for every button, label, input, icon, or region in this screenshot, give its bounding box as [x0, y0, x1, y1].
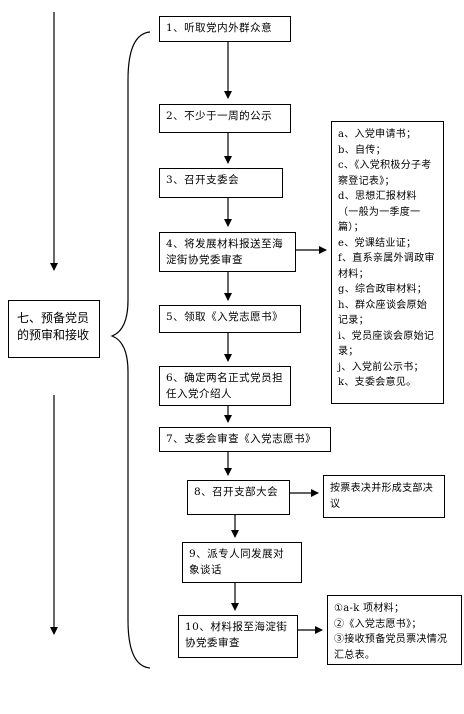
- material-item-a: a、入党申请书；: [338, 129, 417, 140]
- brace: [110, 31, 151, 669]
- final-material-3: ③接收预备党员票决情况汇总表。: [334, 634, 448, 661]
- vote-note-box: 按票表决并形成支部决议: [323, 475, 445, 518]
- step-9-label: 9、派专人同发展对象谈话: [189, 548, 285, 576]
- step-10-label: 10、材料报至海淀街协党委审查: [185, 621, 288, 649]
- main-label-box: 七、预备党员的预审和接收: [8, 300, 100, 358]
- step-8-label: 8、召开支部大会: [194, 486, 279, 498]
- final-materials-box: ①a-k 项材料； ②《入党志愿书》； ③接收预备党员票决情况汇总表。: [327, 595, 462, 665]
- step-5-label: 5、领取《入党志愿书》: [166, 311, 284, 323]
- material-item-h: h、群众座谈会原始记录；: [338, 299, 428, 327]
- step-6: 6、确定两名正式党员担任入党介绍人: [159, 366, 291, 406]
- main-label: 七、预备党员的预审和接收: [17, 311, 90, 342]
- step-7-label: 7、支委会审查《入党志愿书》: [166, 433, 317, 445]
- material-item-e: e、党课结业证；: [338, 237, 417, 249]
- step-7: 7、支委会审查《入党志愿书》: [159, 427, 331, 452]
- material-item-k: k、支委会意见。: [338, 377, 417, 388]
- material-item-b: b、自传；: [338, 144, 386, 156]
- step-4: 4、将发展材料报送至海淀街协党委审查: [159, 232, 296, 272]
- step-6-label: 6、确定两名正式党员担任入党介绍人: [166, 372, 284, 400]
- material-item-d: d、思想汇报材料（一般为一季度一篇）；: [338, 191, 421, 233]
- step-9: 9、派专人同发展对象谈话: [182, 542, 302, 583]
- step-1-label: 1、听取党内外群众意: [166, 22, 273, 34]
- step-8: 8、召开支部大会: [187, 480, 290, 515]
- step-3: 3、召开支委会: [159, 168, 283, 198]
- step-10: 10、材料报至海淀街协党委审查: [178, 615, 298, 658]
- material-item-g: g、综合政审材料；: [338, 284, 428, 295]
- vote-note: 按票表决并形成支部决议: [330, 483, 433, 510]
- material-item-i: i、党员座谈会原始记录；: [338, 330, 435, 358]
- material-item-c: c、《入党积极分子考察登记表》；: [338, 160, 432, 187]
- step-2: 2、不少于一周的公示: [159, 104, 291, 133]
- final-material-1: ①a-k 项材料；: [334, 603, 405, 614]
- final-material-2: ②《入党志愿书》；: [334, 618, 422, 630]
- material-item-j: j、入党前公示书；: [338, 361, 424, 373]
- step-5: 5、领取《入党志愿书》: [159, 305, 301, 333]
- step-4-label: 4、将发展材料报送至海淀街协党委审查: [166, 238, 284, 266]
- materials-list-box: a、入党申请书； b、自传； c、《入党积极分子考察登记表》； d、思想汇报材料…: [331, 121, 444, 404]
- material-item-f: f、直系亲属外调政审材料；: [338, 253, 435, 280]
- step-2-label: 2、不少于一周的公示: [166, 110, 273, 122]
- step-3-label: 3、召开支委会: [166, 174, 240, 186]
- step-1: 1、听取党内外群众意: [159, 16, 291, 42]
